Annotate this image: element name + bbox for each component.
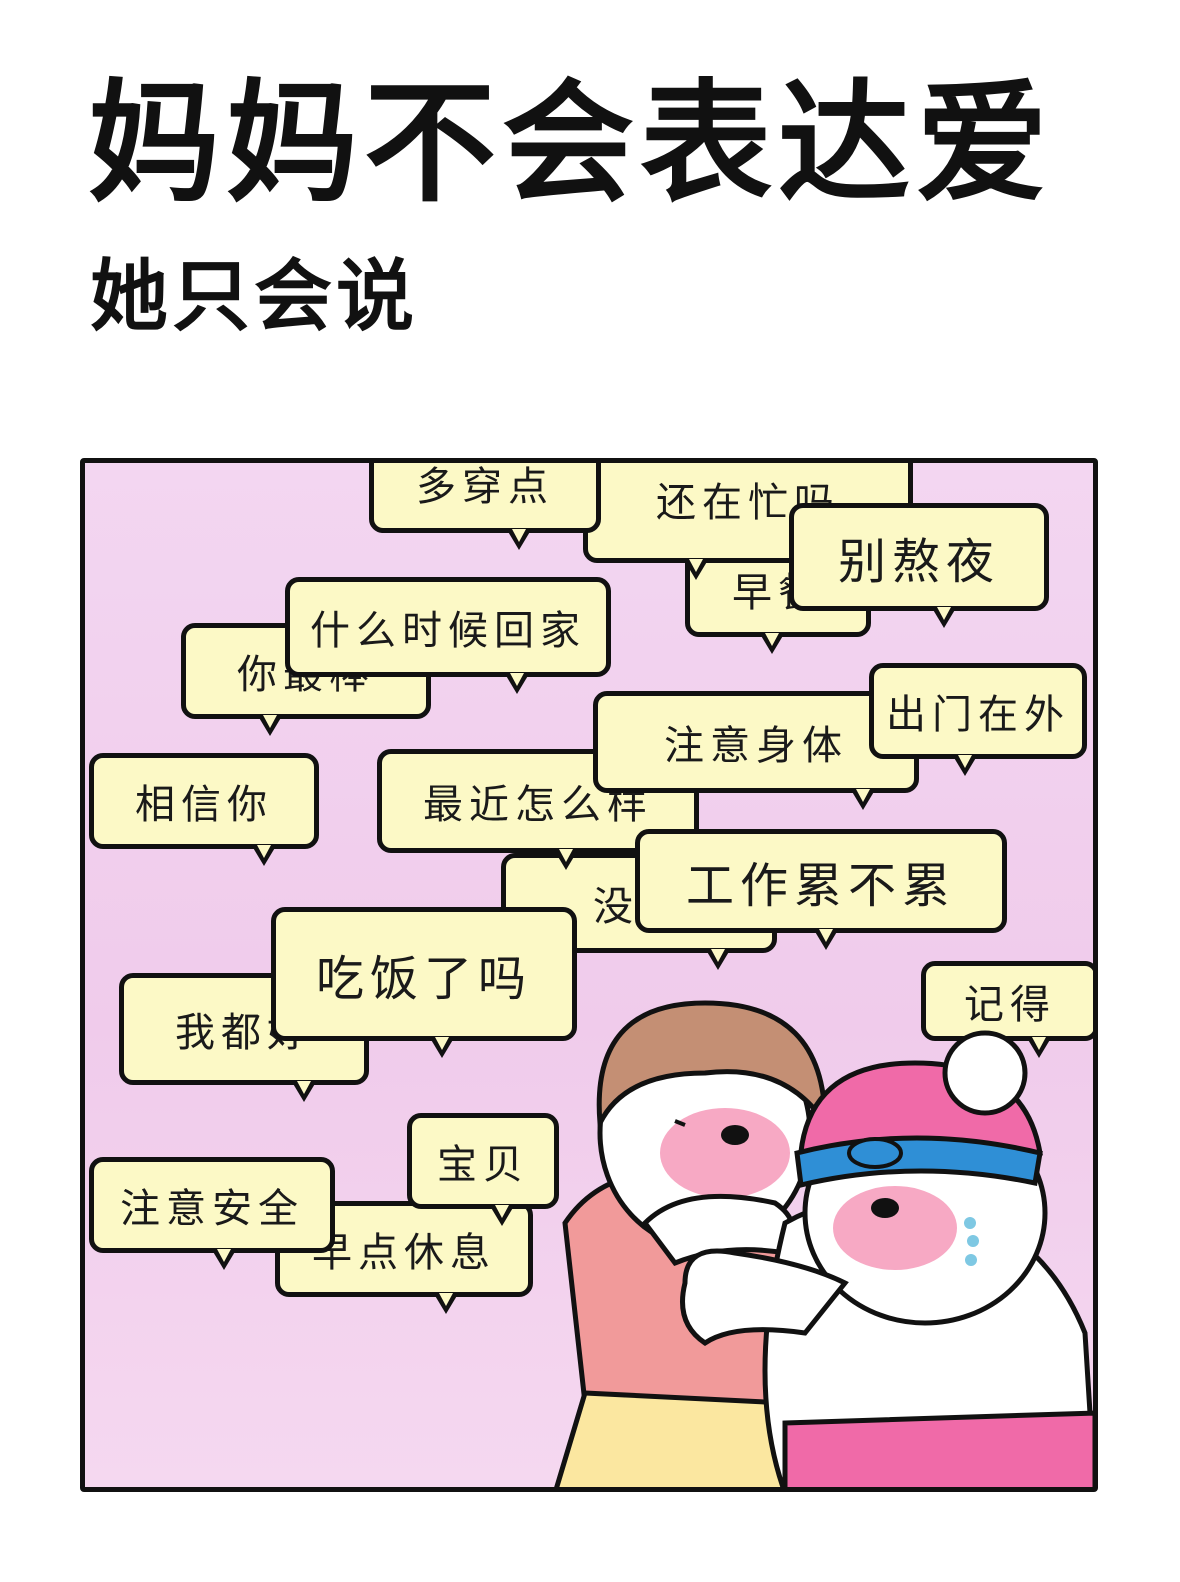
page-title: 妈妈不会表达爱 [88,67,1054,221]
speech-bubble-tired: 工作累不累 [635,829,1007,950]
hugging-bears-illustration [554,1000,1093,1487]
speech-bubble-remember: 记得 [921,961,1093,1058]
page-subtitle: 她只会说 [90,252,419,342]
mom-muzzle [660,1108,790,1198]
speech-bubble-away: 出门在外 [869,663,1087,776]
comic-panel: 早点休息 注意安全 宝贝 我都好 记得 没关 最近怎么样 相信你 注意身体 出门… [80,458,1098,1492]
tear-drop [964,1217,976,1229]
child-bow [847,1137,903,1169]
speech-bubble-im-fine: 我都好 [119,973,369,1102]
speech-bubble-stay-up: 别熬夜 [789,503,1049,628]
speech-bubble-when-home: 什么时候回家 [285,577,611,694]
speech-bubble-baby: 宝贝 [407,1113,559,1226]
tear-drop [967,1235,979,1247]
child-hat-pompom [942,1030,1028,1116]
child-nose [871,1198,899,1218]
child-muzzle [833,1186,957,1270]
speech-bubble-wear-more: 多穿点 [369,463,601,550]
mom-pants [554,1390,797,1487]
mom-nose [721,1125,749,1145]
speech-bubble-eaten: 吃饭了吗 [271,907,577,1058]
speech-bubble-health: 注意身体 [593,691,919,810]
child-arm [680,1248,849,1347]
mom-eye-left [674,1119,686,1127]
speech-bubble-believe: 相信你 [89,753,319,866]
speech-bubble-safety: 注意安全 [89,1157,335,1270]
child-pants [782,1410,1093,1487]
tear-drop [965,1254,977,1266]
speech-bubble-how-are-you: 最近怎么样 [377,749,699,870]
